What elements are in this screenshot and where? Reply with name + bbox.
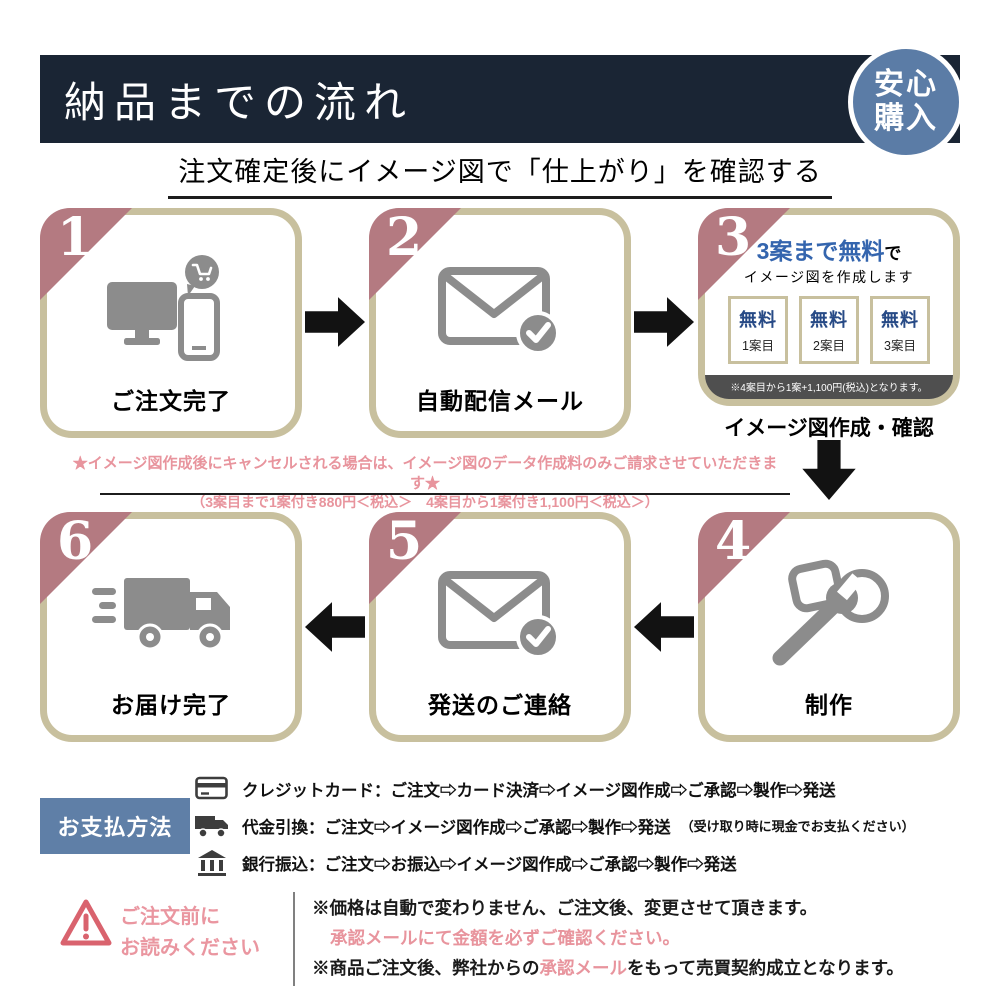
step-label-5: 発送のご連絡 <box>428 692 572 718</box>
arrow-left-5-6-icon <box>305 602 365 652</box>
step-number-5: 5 <box>386 511 423 572</box>
notice-line3-pre: ※商品ご注文後、弊社からの <box>312 958 540 979</box>
truck-icon <box>47 549 295 677</box>
plan-name: 2案目 <box>813 339 845 354</box>
free-label: 無料 <box>881 310 919 331</box>
safe-purchase-badge: 安心 購入 <box>848 44 964 160</box>
free-plan-card-3: 無料 3案目 <box>870 296 930 365</box>
tools-icon <box>705 549 953 677</box>
step-label-4: 制作 <box>805 692 853 718</box>
step-number-6: 6 <box>57 511 94 572</box>
step-box-3: 3 3案まで無料で イメージ図を作成します 無料 1案目 無料 2案目 無料 3… <box>698 208 960 406</box>
cancel-note-line1: ★イメージ図作成後にキャンセルされる場合は、イメージ図のデータ作成料のみご請求さ… <box>72 455 778 492</box>
order-devices-icon <box>47 245 295 373</box>
step-label-2: 自動配信メール <box>416 388 584 414</box>
step-number-3: 3 <box>715 207 752 268</box>
notice-line3-post: をもって売買契約成立となります。 <box>627 958 904 979</box>
free-plan-card-1: 無料 1案目 <box>728 296 788 365</box>
arrow-down-3-4-icon <box>802 440 856 500</box>
cancel-note-line2: （3案目まで1案付き880円＜税込＞ 4案目から1案付き1,100円＜税込＞） <box>191 494 659 510</box>
step3-subtitle: イメージ図を作成します <box>743 269 915 286</box>
notice-text-block: ※価格は自動で変わりません、ご注文後、変更させて頂きます。 承認メールにて金額を… <box>312 893 992 983</box>
notice-line-2: 承認メールにて金額を必ずご確認ください。 <box>330 928 680 949</box>
step3-title-free: 3案まで無料 <box>756 238 885 264</box>
step-label-1: ご注文完了 <box>111 388 231 414</box>
step-label-3: イメージ図作成・確認 <box>724 417 934 440</box>
cancel-policy-note: ★イメージ図作成後にキャンセルされる場合は、イメージ図のデータ作成料のみご請求さ… <box>70 454 780 511</box>
step3-title: 3案まで無料で <box>705 238 953 264</box>
step-box-6: 6 お届け完了 <box>40 512 302 742</box>
step-box-4: 4 制作 <box>698 512 960 742</box>
step-label-6: お届け完了 <box>111 692 231 718</box>
vertical-divider <box>293 892 295 986</box>
payment-flow-text: 銀行振込：ご注文⇨お振込⇨イメージ図作成⇨ご承認⇨製作⇨発送 <box>242 855 737 874</box>
step3-title-suffix: で <box>884 244 902 263</box>
free-plan-row: 無料 1案目 無料 2案目 無料 3案目 <box>705 296 953 365</box>
subtitle-row: 注文確定後にイメージ図で「仕上がり」を確認する <box>0 150 1000 199</box>
payment-method-list: クレジットカード：ご注文⇨カード決済⇨イメージ図作成⇨ご承認⇨製作⇨発送 代金引… <box>192 770 992 881</box>
plan-name: 3案目 <box>884 339 916 354</box>
payment-flow-text: 代金引換：ご注文⇨イメージ図作成⇨ご承認⇨製作⇨発送 <box>242 818 671 837</box>
payment-row-credit-card: クレジットカード：ご注文⇨カード決済⇨イメージ図作成⇨ご承認⇨製作⇨発送 <box>192 770 992 807</box>
notice-title-line2: お読みください <box>120 937 260 959</box>
header-bar: 納品までの流れ <box>40 55 960 143</box>
free-plan-card-2: 無料 2案目 <box>799 296 859 365</box>
page-title: 納品までの流れ <box>64 77 415 127</box>
badge-line2: 購入 <box>874 102 938 135</box>
step-box-1: 1 ご注文完了 <box>40 208 302 438</box>
credit-card-icon <box>192 775 232 803</box>
payment-flow-note: （受け取り時に現金でお支払ください） <box>680 819 915 834</box>
notice-line-3: ※商品ご注文後、弊社からの承認メールをもって売買契約成立となります。 <box>312 953 992 983</box>
arrow-left-4-5-icon <box>634 602 694 652</box>
warning-triangle-icon <box>58 897 114 954</box>
payment-row-bank: 銀行振込：ご注文⇨お振込⇨イメージ図作成⇨ご承認⇨製作⇨発送 <box>192 844 992 881</box>
arrow-right-2-3-icon <box>634 297 694 347</box>
step-number-1: 1 <box>57 207 94 268</box>
bank-icon <box>192 849 232 877</box>
step-box-2: 2 自動配信メール <box>369 208 631 438</box>
plan-name: 1案目 <box>742 339 774 354</box>
step-box-5: 5 発送のご連絡 <box>369 512 631 742</box>
mail-check-icon <box>376 549 624 677</box>
free-label: 無料 <box>739 310 777 331</box>
mail-check-icon <box>376 245 624 373</box>
notice-line-1: ※価格は自動で変わりません、ご注文後、変更させて頂きます。 <box>312 898 818 918</box>
arrow-right-1-2-icon <box>305 297 365 347</box>
step-number-2: 2 <box>386 207 423 268</box>
step3-extra-fee-note: ※4案目から1案+1,100円(税込)となります。 <box>705 375 953 399</box>
payment-row-cod: 代金引換：ご注文⇨イメージ図作成⇨ご承認⇨製作⇨発送 （受け取り時に現金でお支払… <box>192 807 992 844</box>
payment-flow-text: クレジットカード：ご注文⇨カード決済⇨イメージ図作成⇨ご承認⇨製作⇨発送 <box>242 781 836 800</box>
free-label: 無料 <box>810 310 848 331</box>
notice-line3-accent: 承認メール <box>539 958 628 979</box>
payment-method-title: お支払方法 <box>40 798 190 854</box>
cod-truck-icon <box>192 813 232 839</box>
subtitle-text: 注文確定後にイメージ図で「仕上がり」を確認する <box>168 150 832 199</box>
notice-title-line1: ご注文前に <box>120 906 220 928</box>
divider-rule <box>100 493 790 495</box>
badge-line1: 安心 <box>874 68 938 102</box>
read-before-order-title: ご注文前に お読みください <box>120 902 260 964</box>
step-number-4: 4 <box>715 511 752 572</box>
